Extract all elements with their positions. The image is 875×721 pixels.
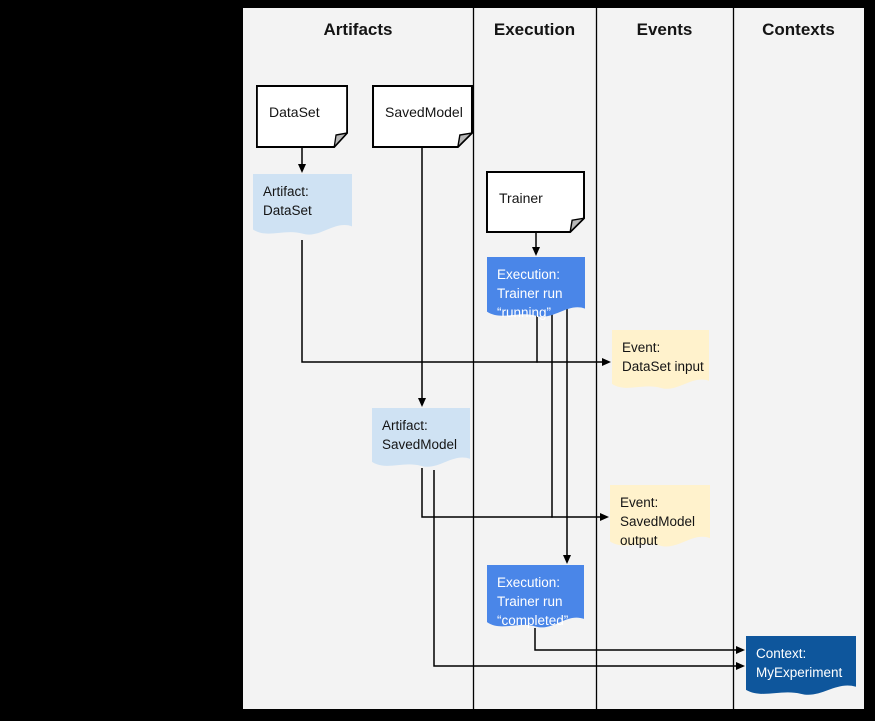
node-label: Event: SavedModel output [620, 493, 706, 550]
node-text-line: Artifact: [382, 418, 428, 433]
node-execution-completed: Execution: Trainer run “completed” [487, 565, 584, 634]
node-text-line: Event: [622, 340, 661, 355]
node-text-line: SavedModel [382, 437, 458, 452]
connector-layer [298, 8, 745, 709]
diagram-canvas: Artifacts Execution Events Contexts Data… [243, 8, 864, 709]
arrow-execution-completed-to-context [534, 628, 745, 654]
node-text-line: DataSet input [622, 359, 704, 374]
node-event-savedmodel-output: Event: SavedModel output [610, 485, 710, 553]
note-shape [372, 85, 473, 148]
note-shape [486, 171, 585, 233]
node-text-line: Trainer run [497, 286, 563, 301]
node-event-dataset-input: Event: DataSet input [612, 330, 709, 395]
note-shape [256, 85, 348, 148]
node-execution-running: Execution: Trainer run “running” [487, 257, 585, 323]
node-context-myexperiment: Context: MyExperiment [746, 636, 856, 701]
node-text-line: SavedModel [620, 514, 696, 529]
arrow-artifact-dataset-to-event-dataset-input [301, 240, 611, 366]
document-shape [612, 330, 709, 389]
node-label: Artifact: SavedModel [382, 416, 466, 454]
arrow-artifact-savedmodel-to-context [433, 470, 745, 670]
node-label: Artifact: DataSet [263, 182, 348, 220]
node-text-line: “running” [497, 305, 552, 320]
node-dataset: DataSet [256, 85, 348, 148]
node-text-line: Execution: [497, 267, 561, 282]
node-label: DataSet [269, 104, 320, 121]
column-header-contexts: Contexts [762, 20, 835, 39]
node-text-line: output [620, 533, 658, 548]
column-header-events: Events [636, 20, 693, 39]
arrow-artifact-savedmodel-to-event-savedmodel-output [421, 468, 609, 521]
node-savedmodel: SavedModel [372, 85, 473, 148]
column-header-execution: Execution [493, 20, 576, 39]
document-shape [372, 408, 470, 467]
node-text-line: “completed” [497, 613, 569, 628]
document-shape [746, 636, 856, 695]
node-text-line: Artifact: [263, 184, 309, 199]
node-text-line: DataSet [263, 203, 312, 218]
document-shape [487, 565, 584, 628]
document-shape [253, 174, 352, 235]
column-header-artifacts: Artifacts [323, 20, 393, 39]
node-text-line: Event: [620, 495, 659, 510]
node-label: Trainer [499, 189, 543, 206]
node-label: SavedModel [385, 104, 463, 121]
node-label: Event: DataSet input [622, 338, 705, 376]
node-label: Context: MyExperiment [756, 644, 852, 682]
node-trainer: Trainer [486, 171, 585, 233]
node-text-line: Trainer run [497, 594, 563, 609]
document-shape [487, 257, 585, 317]
document-shape [610, 485, 710, 547]
node-artifact-dataset: Artifact: DataSet [253, 174, 352, 241]
node-text-line: MyExperiment [756, 665, 843, 680]
node-label: Execution: Trainer run “completed” [497, 573, 580, 630]
node-text-line: Context: [756, 646, 807, 661]
node-text-line: Execution: [497, 575, 561, 590]
node-artifact-savedmodel: Artifact: SavedModel [372, 408, 470, 473]
node-label: Execution: Trainer run “running” [497, 265, 581, 322]
